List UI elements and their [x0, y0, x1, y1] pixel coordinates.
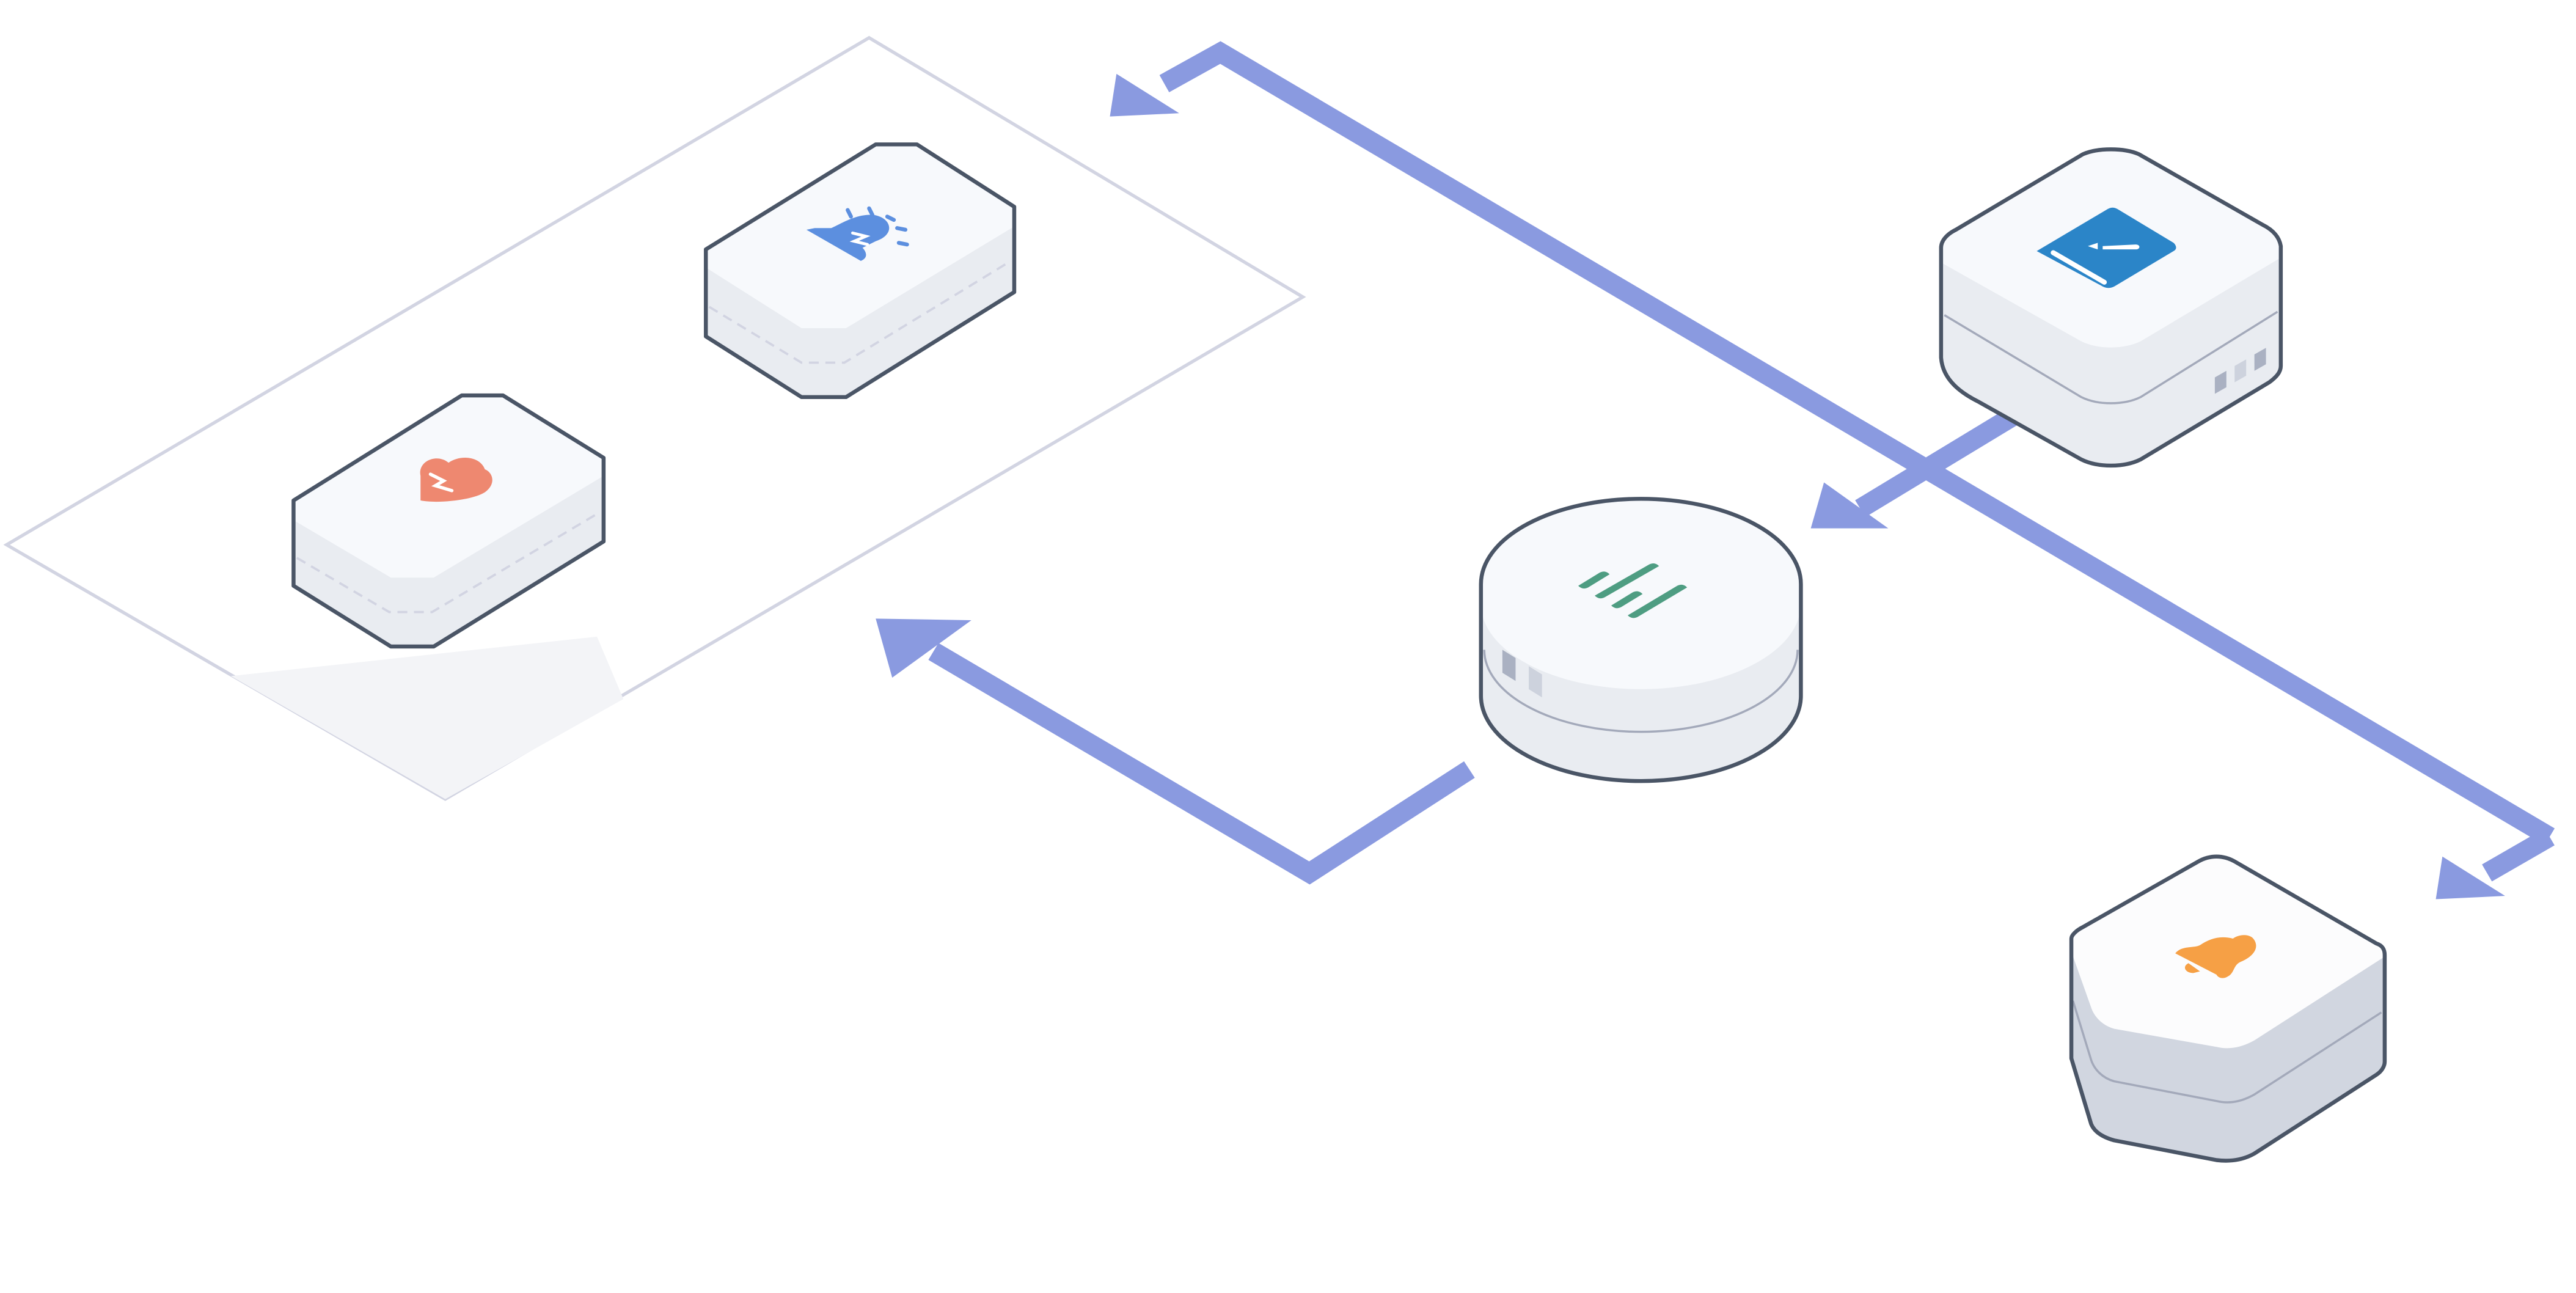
node-outline	[1939, 147, 2283, 468]
flow-editor-to-database	[1810, 408, 2018, 529]
broken-heart-icon	[420, 458, 492, 502]
flow-line	[928, 643, 1475, 885]
flow-arrowhead	[1110, 73, 1179, 117]
flow-to-notification	[2435, 828, 2555, 899]
flow-line	[1159, 41, 2555, 846]
alert-node[interactable]	[703, 142, 1017, 400]
vent-slots	[1502, 650, 1542, 698]
node-outline	[703, 142, 1017, 400]
service-group-outline	[3, 35, 1306, 801]
flow-arrowhead	[876, 618, 971, 678]
flow-arrows	[876, 41, 2555, 899]
node-seam	[1944, 310, 2278, 405]
vent-slots	[2214, 348, 2266, 394]
flow-arrowhead	[2435, 856, 2505, 899]
flow-arrowhead	[1810, 482, 1889, 529]
node-outline	[291, 393, 606, 649]
node-seam	[2072, 1000, 2382, 1104]
editor-node[interactable]	[1939, 147, 2283, 468]
database-node[interactable]	[1479, 497, 1803, 783]
stripes-icon	[1578, 563, 1688, 618]
service-group-shadow	[230, 636, 624, 799]
pencil-icon	[2036, 207, 2176, 288]
service-group	[3, 35, 1306, 801]
flow-line	[1855, 408, 2018, 518]
alert-beacon-icon	[806, 206, 909, 261]
node-outline	[1479, 497, 1803, 783]
node-seam	[296, 511, 601, 614]
notification-node[interactable]	[2069, 854, 2387, 1163]
node-seam	[1483, 650, 1799, 733]
flow-database-to-group	[876, 618, 1475, 885]
node-outline	[2069, 854, 2387, 1163]
flow-line	[2482, 828, 2555, 882]
broken-heart-node[interactable]	[291, 393, 606, 649]
flow-to-group	[1110, 41, 2555, 846]
bell-icon	[2175, 935, 2256, 978]
node-seam	[708, 260, 1012, 364]
